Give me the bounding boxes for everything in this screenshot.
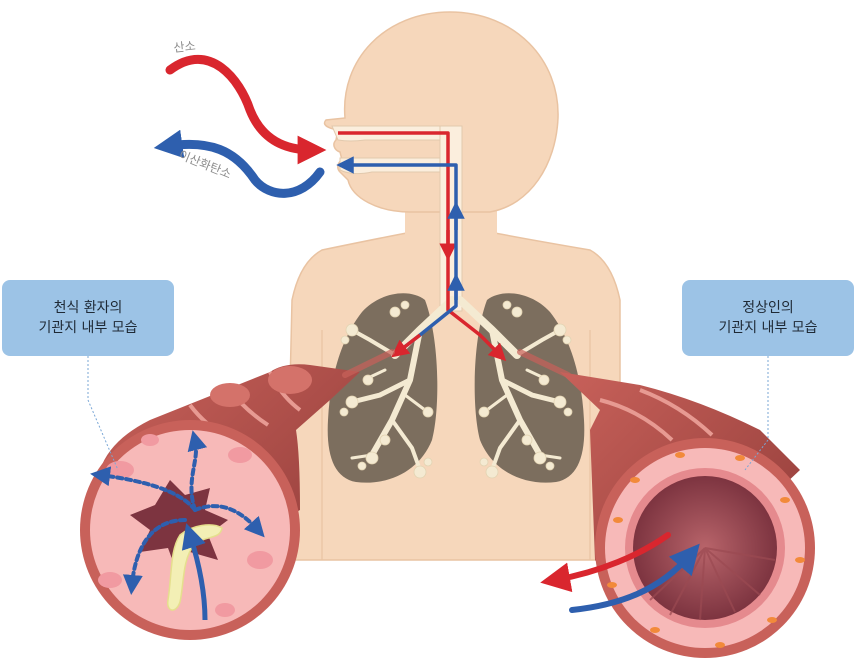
asthma-callout-line2: 기관지 내부 모습: [38, 320, 138, 336]
oxygen-label: 산소: [173, 39, 196, 55]
normal-callout-leader: [744, 356, 769, 471]
internal-airflow: [338, 131, 507, 362]
asthma-callout: 천식 환자의 기관지 내부 모습: [2, 280, 174, 356]
asthma-callout-leader: [87, 356, 119, 471]
asthma-callout-line1: 천식 환자의: [53, 300, 123, 316]
normal-callout-line2: 기관지 내부 모습: [718, 320, 818, 336]
normal-callout-line1: 정상인의: [742, 300, 794, 316]
oxygen-internal-path: [338, 131, 507, 362]
normal-bronchus: [540, 372, 815, 658]
asthma-bronchus: [80, 364, 360, 640]
normal-callout: 정상인의 기관지 내부 모습: [682, 280, 854, 356]
co2-exhale-arrow: [153, 129, 325, 198]
oxygen-inhale-arrow: [165, 54, 327, 165]
